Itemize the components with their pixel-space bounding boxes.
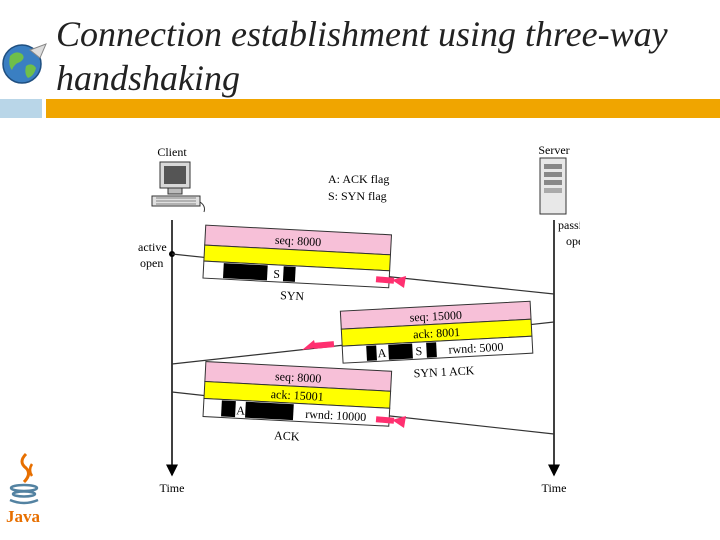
synack-flag-a: A (377, 346, 387, 360)
ack-arrow (392, 416, 406, 428)
ack-flag-a: A (236, 403, 246, 417)
svg-text:Java: Java (6, 507, 41, 526)
ack-ack: ack: 15001 (270, 387, 324, 404)
ack-rwnd: rwnd: 10000 (305, 407, 367, 424)
client-time-label: Time (160, 481, 185, 495)
passive-open-line1: passive (558, 218, 580, 232)
handshake-diagram: Client Server A: ACK flag S: SYN flag ac… (138, 143, 580, 495)
synack-rwnd: rwnd: 5000 (448, 340, 504, 357)
syn-seq: seq: 8000 (275, 233, 322, 249)
synack-flag-s: S (415, 344, 422, 358)
computer-icon (151, 161, 205, 213)
syn-flag-s: S (273, 267, 280, 281)
ack-seq: seq: 8000 (275, 369, 322, 385)
legend-syn: S: SYN flag (328, 189, 387, 203)
server-label: Server (538, 143, 569, 157)
slide-title: Connection establishment using three-way… (56, 14, 668, 98)
client-label: Client (157, 145, 187, 159)
server-time-label: Time (542, 481, 567, 495)
ack-caption: ACK (274, 428, 300, 443)
synack-caption: SYN 1 ACK (413, 363, 475, 380)
syn-arrow (392, 276, 406, 288)
synack-segment: seq: 15000 ack: 8001 A S rwnd: 5000 SYN … (339, 300, 534, 380)
globe-icon (2, 43, 47, 84)
active-open-line2: open (140, 256, 163, 270)
server-icon (539, 157, 567, 215)
synack-ack: ack: 8001 (413, 325, 461, 341)
legend-ack: A: ACK flag (328, 172, 389, 186)
title-accent-bar (46, 99, 720, 118)
ack-segment: seq: 8000 ack: 15001 A rwnd: 10000 ACK (202, 361, 393, 444)
synack-seq: seq: 15000 (409, 308, 462, 325)
passive-open-line2: open (566, 234, 580, 248)
left-accent-strip (0, 99, 42, 118)
synack-arrow (302, 340, 316, 350)
syn-segment: seq: 8000 S SYN (202, 224, 393, 303)
java-logo-icon: Java (6, 452, 41, 526)
active-open-line1: active (138, 240, 167, 254)
syn-caption: SYN (280, 288, 305, 303)
